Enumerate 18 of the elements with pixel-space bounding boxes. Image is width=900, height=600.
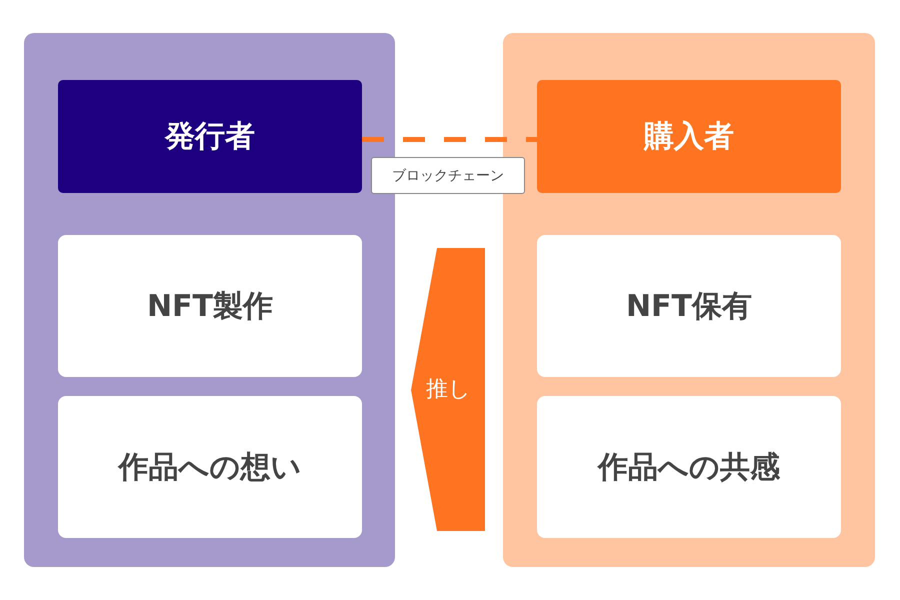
panel-background bbox=[24, 33, 395, 567]
connector-line bbox=[362, 137, 537, 142]
content-box bbox=[537, 235, 841, 377]
chevron-arrow bbox=[411, 248, 485, 531]
header-box bbox=[537, 80, 841, 193]
header-box bbox=[58, 80, 362, 193]
node-label: NFT製作 bbox=[146, 288, 274, 326]
node-label: 作品への想い bbox=[118, 448, 302, 486]
node-label: 作品への共感 bbox=[598, 448, 780, 486]
panel-background bbox=[503, 33, 875, 567]
edge-label: 推し bbox=[426, 376, 471, 404]
content-box bbox=[58, 396, 362, 538]
content-box bbox=[58, 235, 362, 377]
content-box bbox=[537, 396, 841, 538]
node-label: 発行者 bbox=[165, 118, 255, 156]
node-label: 購入者 bbox=[644, 118, 734, 156]
node-label: NFT保有 bbox=[626, 288, 752, 326]
edge-label: ブロックチェーン bbox=[371, 157, 525, 194]
